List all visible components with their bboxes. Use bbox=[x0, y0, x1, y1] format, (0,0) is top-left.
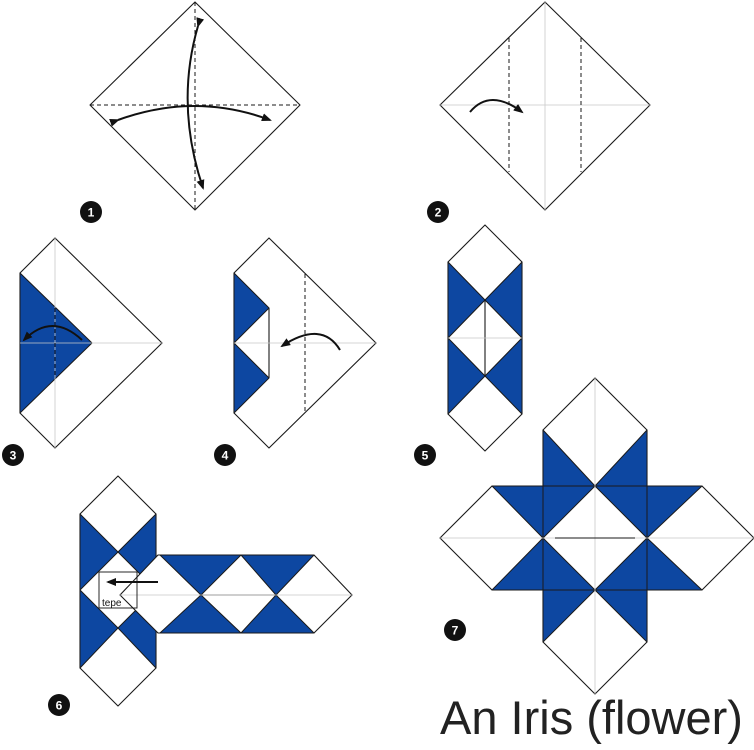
step-7-diagram bbox=[439, 377, 754, 695]
fold-arrow bbox=[469, 99, 524, 114]
diagram-title: An Iris (flower) bbox=[440, 691, 743, 744]
step-number: 6 bbox=[56, 699, 63, 713]
step-badge-1: 1 bbox=[80, 201, 102, 223]
step-6-diagram: tepe bbox=[79, 475, 353, 707]
step-number: 5 bbox=[422, 449, 429, 463]
step-badge-4: 4 bbox=[214, 444, 236, 466]
step-5-diagram bbox=[447, 224, 523, 452]
step-number: 1 bbox=[88, 206, 95, 220]
step-badge-6: 6 bbox=[48, 694, 70, 716]
step-badge-3: 3 bbox=[2, 444, 24, 466]
step-4-diagram bbox=[233, 237, 377, 449]
fold-arrow bbox=[280, 332, 341, 351]
step-2-diagram bbox=[439, 1, 651, 211]
fold-arrow bbox=[22, 325, 83, 342]
step-badge-5: 5 bbox=[414, 444, 436, 466]
fold-arrow bbox=[109, 105, 272, 127]
fold-arrow bbox=[186, 17, 205, 190]
inset-box bbox=[98, 571, 138, 609]
step-badge-2: 2 bbox=[427, 201, 449, 223]
step-1-diagram bbox=[89, 1, 301, 211]
step-number: 7 bbox=[452, 624, 459, 638]
step-number: 2 bbox=[435, 206, 442, 220]
step-6-note: tepe bbox=[102, 598, 122, 609]
step-number: 4 bbox=[222, 449, 229, 463]
step-number: 3 bbox=[10, 449, 17, 463]
step-badge-7: 7 bbox=[444, 619, 466, 641]
step-3-diagram bbox=[19, 237, 163, 449]
